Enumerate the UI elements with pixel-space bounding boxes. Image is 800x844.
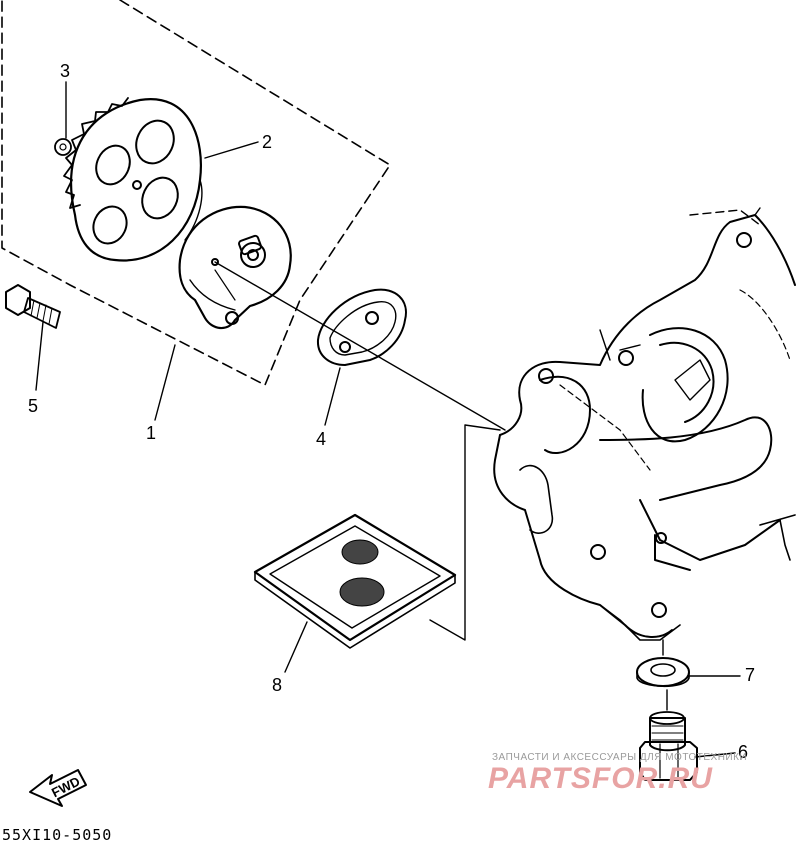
pump-bolt: [5, 284, 61, 329]
drain-plug-washer: [636, 657, 690, 688]
oil-pump-body: [178, 205, 292, 330]
crankcase-hidden-lines: [559, 289, 791, 471]
watermark-tagline: ЗАПЧАСТИ И АКСЕССУАРЫ ДЛЯ МОТОТЕХНИКИ: [492, 752, 748, 763]
callout-3: 3: [60, 61, 71, 81]
fwd-label: FWD: [49, 774, 82, 801]
crankcase: [493, 207, 796, 641]
oil-pump-gasket: [316, 288, 407, 366]
callout-8: 8: [272, 675, 283, 695]
diagram-code: 55XI10-5050: [2, 826, 113, 844]
callout-1: 1: [146, 423, 157, 443]
callout-6: 6: [738, 742, 749, 762]
callout-2: 2: [262, 132, 273, 152]
fwd-arrow: [29, 769, 87, 807]
assembly-dashed-outline: [1, 0, 391, 386]
callout-5: 5: [28, 396, 39, 416]
watermark-logo: PARTSFOR.RU: [488, 762, 713, 795]
oil-pump-gear: [63, 97, 203, 262]
circlip: [54, 138, 72, 156]
alignment-lines: [214, 261, 668, 711]
callout-7: 7: [745, 665, 756, 685]
callout-4: 4: [316, 429, 327, 449]
leader-lines: [35, 81, 741, 758]
oil-strainer: [253, 513, 457, 649]
drain-plug: [639, 711, 698, 781]
